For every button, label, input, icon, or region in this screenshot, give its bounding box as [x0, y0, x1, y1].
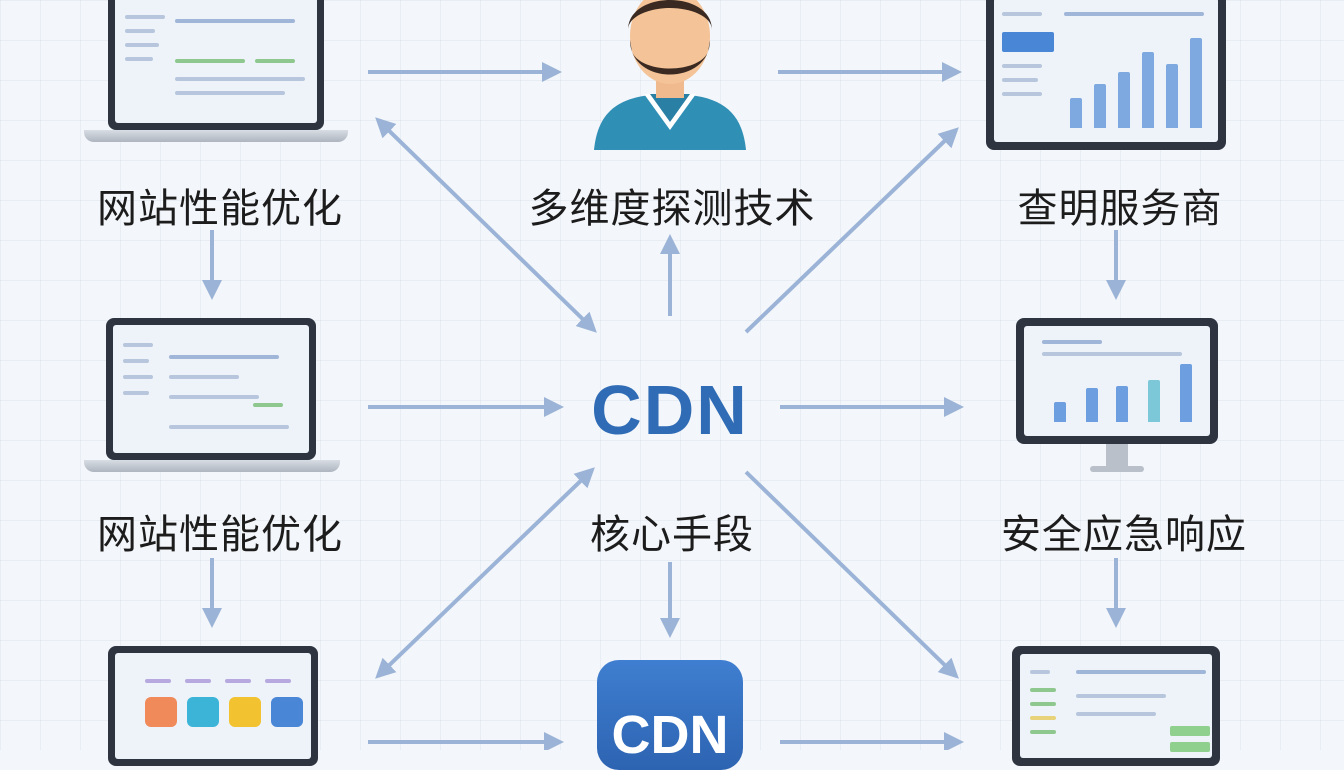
- center-subtitle: 核心手段: [590, 512, 754, 558]
- label-top-center: 多维度探测技术: [528, 186, 816, 232]
- cdn-badge-box: CDN: [597, 660, 743, 770]
- arrow-tl-cdn-diag: [375, 117, 597, 333]
- arrow-cdn-to-tr: [744, 127, 959, 334]
- label-mid-right: 安全应急响应: [1001, 512, 1247, 558]
- cdn-badge-text: CDN: [611, 705, 729, 765]
- label-mid-left: 网站性能优化: [97, 512, 343, 558]
- person-avatar: [594, 0, 746, 150]
- label-top-right: 查明服务商: [1017, 186, 1223, 232]
- arrow-cdn-to-br: [744, 470, 959, 679]
- arrow-bl-cdn-diag: [375, 467, 595, 679]
- cdn-center-title: CDN: [591, 371, 749, 449]
- label-top-left: 网站性能优化: [97, 186, 343, 232]
- flow-arrows: [202, 62, 1126, 750]
